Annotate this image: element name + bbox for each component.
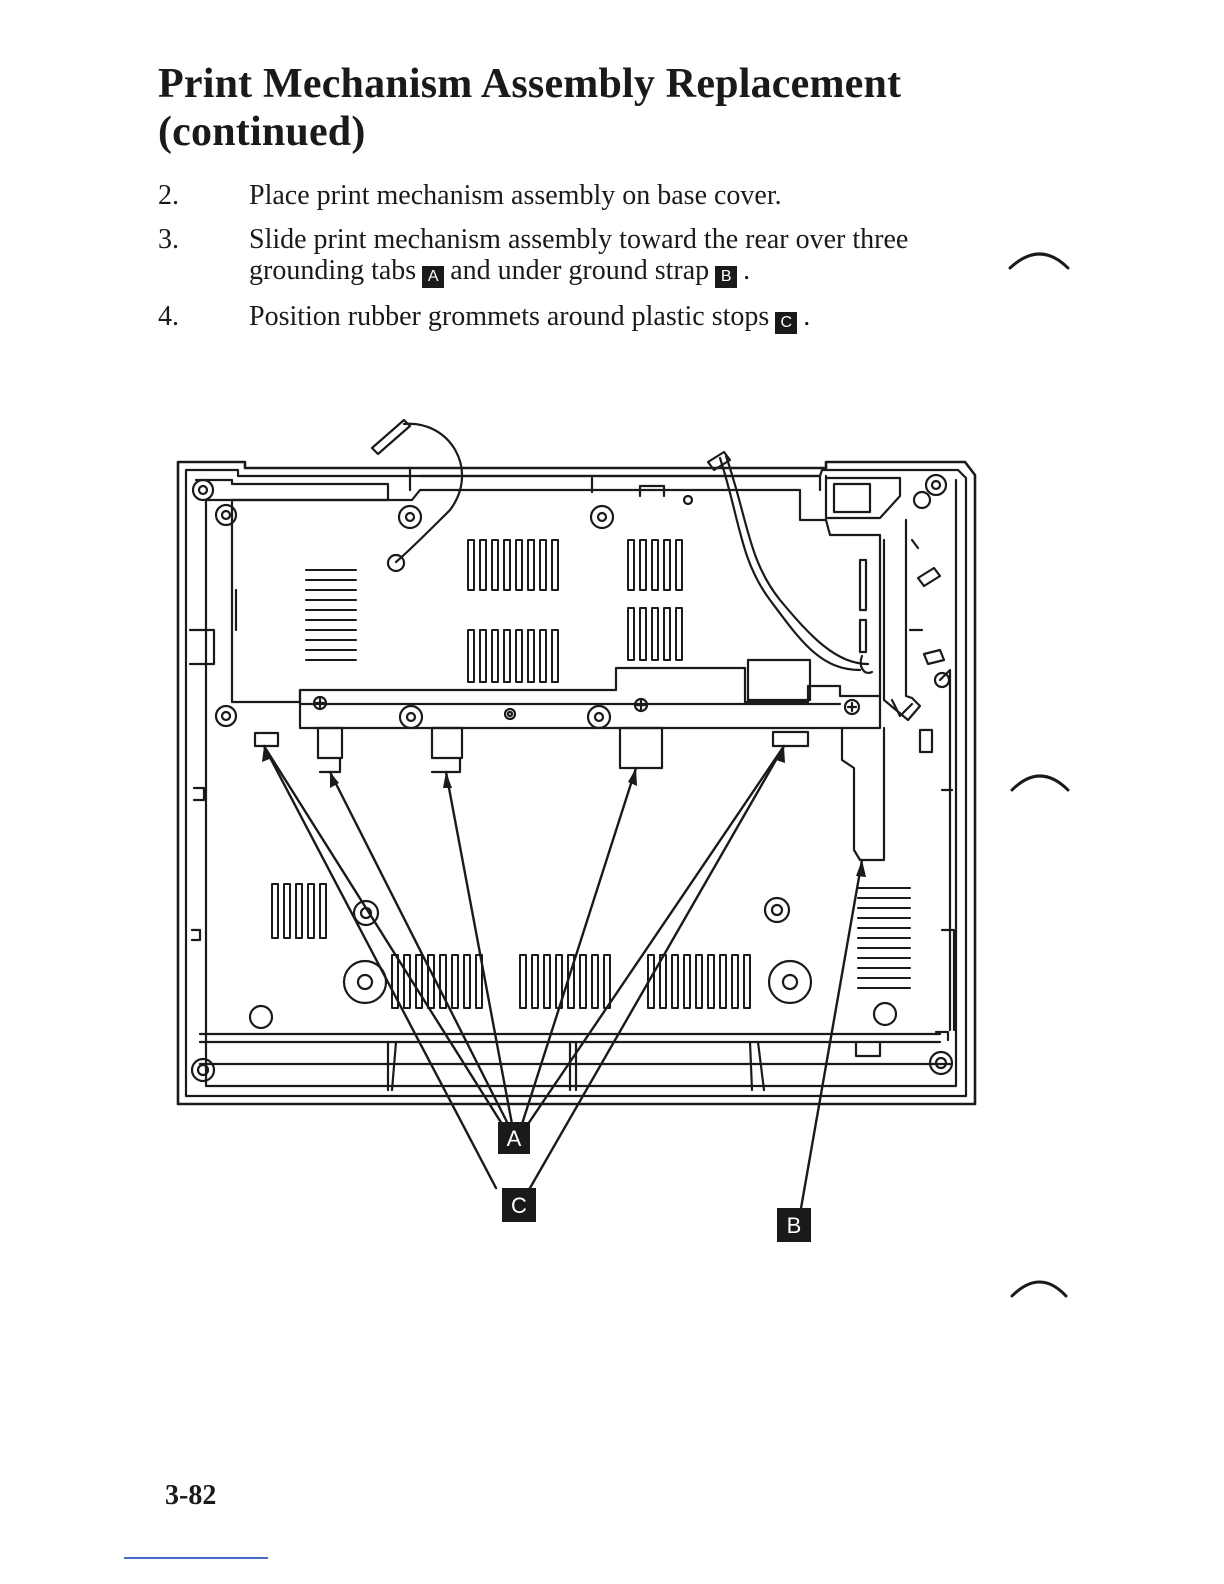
vent-slot	[676, 608, 682, 660]
vent-slot	[552, 540, 558, 590]
vent-slot	[480, 630, 486, 682]
vent-slot	[284, 884, 290, 938]
vent-slot	[532, 955, 538, 1008]
vent-slot	[592, 955, 598, 1008]
page-number: 3-82	[165, 1480, 216, 1512]
vent-slot	[684, 955, 690, 1008]
vent-slot	[552, 630, 558, 682]
vent-slot	[544, 955, 550, 1008]
vent-slot	[732, 955, 738, 1008]
ground-wire	[372, 420, 872, 673]
vent-slots	[306, 570, 910, 988]
vent-slot	[452, 955, 458, 1008]
svg-text:B: B	[787, 1213, 802, 1238]
vent-slot	[468, 540, 474, 590]
svg-text:A: A	[507, 1126, 522, 1151]
vent-slot	[504, 630, 510, 682]
svg-text:C: C	[511, 1193, 527, 1218]
vent-slot	[708, 955, 714, 1008]
vent-slot	[272, 884, 278, 938]
vent-slot	[696, 955, 702, 1008]
screws	[250, 506, 896, 1028]
callout-label-b: B	[777, 1208, 811, 1242]
vent-slot	[676, 540, 682, 590]
vent-slot	[652, 540, 658, 590]
vent-slot	[672, 955, 678, 1008]
vent-slot	[492, 540, 498, 590]
vent-slot	[628, 608, 634, 660]
vent-slot	[516, 540, 522, 590]
vent-slot	[540, 540, 546, 590]
vent-slot	[404, 955, 410, 1008]
vent-slot	[640, 608, 646, 660]
vent-slot	[664, 608, 670, 660]
vent-slot	[428, 955, 434, 1008]
vent-slot	[528, 540, 534, 590]
vent-slot	[468, 630, 474, 682]
vent-slot	[628, 540, 634, 590]
base-cover-frame	[178, 462, 975, 1104]
vent-slot	[504, 540, 510, 590]
arrowheads	[262, 746, 866, 877]
grounding-tabs	[255, 728, 808, 772]
vent-slot	[540, 630, 546, 682]
ground-strap	[842, 728, 884, 860]
callout-label-c: C	[502, 1188, 536, 1222]
vent-slot	[580, 955, 586, 1008]
vent-slot	[720, 955, 726, 1008]
vent-slot	[480, 540, 486, 590]
vent-slot	[464, 955, 470, 1008]
margin-marks	[1010, 254, 1068, 1296]
vent-slot	[652, 608, 658, 660]
vent-slot	[604, 955, 610, 1008]
vent-slot	[640, 540, 646, 590]
vent-slot	[520, 955, 526, 1008]
vent-slot	[528, 630, 534, 682]
vent-slot	[492, 630, 498, 682]
vent-slot	[516, 630, 522, 682]
vent-slot	[320, 884, 326, 938]
vent-slot	[744, 955, 750, 1008]
vent-slot	[416, 955, 422, 1008]
vent-slot	[664, 540, 670, 590]
vent-slot	[660, 955, 666, 1008]
footer-rule	[124, 1557, 268, 1559]
vent-slot	[308, 884, 314, 938]
callout-label-a: A	[498, 1122, 530, 1154]
vent-slot	[296, 884, 302, 938]
